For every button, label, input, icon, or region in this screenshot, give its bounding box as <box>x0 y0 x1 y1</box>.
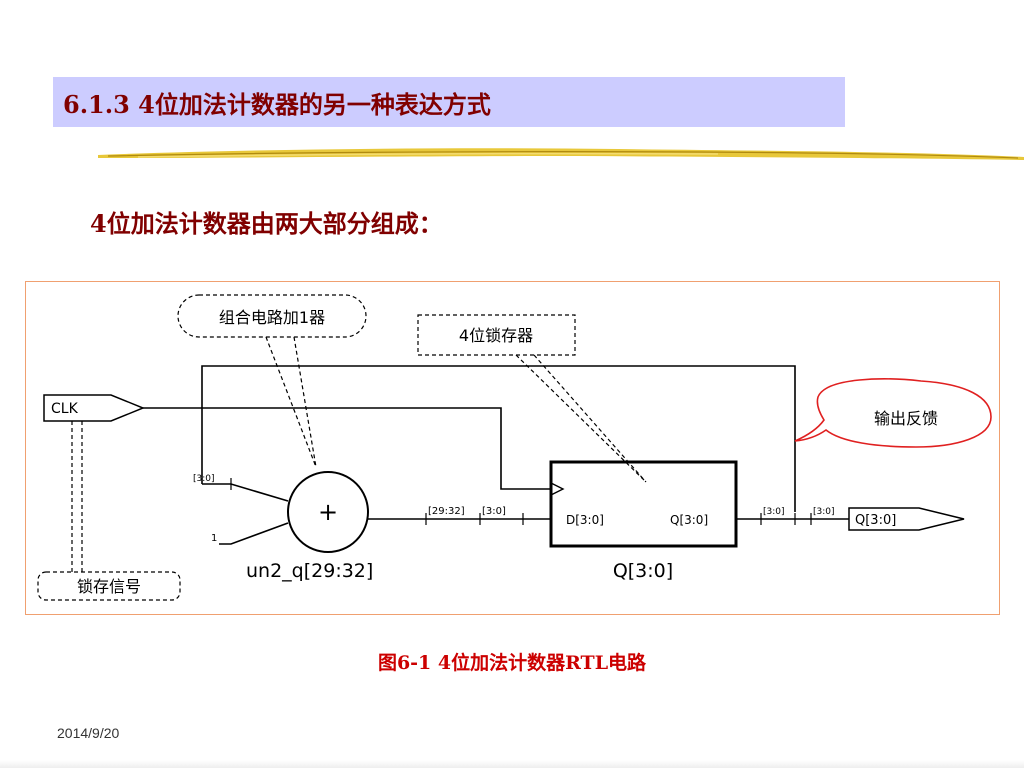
figure-caption: 图6-1 4位加法计数器RTL电路 <box>377 652 647 674</box>
title-bar: 6.1.3 4位加法计数器的另一种表达方式 <box>53 77 845 127</box>
clock-callout-bubble <box>37 571 181 601</box>
q-out-port <box>848 507 965 531</box>
slide-title: 6.1.3 4位加法计数器的另一种表达方式 <box>63 89 491 119</box>
register-out-bus2-label: [3:0] <box>813 507 835 517</box>
feedback-callout-bubble <box>794 378 992 448</box>
adder-symbol <box>287 471 369 553</box>
clk-port <box>43 394 145 422</box>
clk-port-label: CLK <box>51 401 79 417</box>
adder-out-bus2-label: [3:0] <box>482 506 506 517</box>
brush-stroke-divider <box>98 148 1024 160</box>
adder-instance-label: un2_q[29:32] <box>246 560 373 582</box>
latch-callout-bubble <box>417 314 576 356</box>
register-block <box>549 460 738 548</box>
adder-const-label: 1 <box>211 533 217 544</box>
feedback-wire <box>201 365 796 512</box>
latch-callout-text: 4位锁存器 <box>459 326 533 345</box>
adder-out-bus-label: [29:32] <box>428 506 465 517</box>
adder-in-bus-label: [3:0] <box>193 474 215 484</box>
register-q-pin: Q[3:0] <box>670 513 708 527</box>
q-out-port-label: Q[3:0] <box>855 513 896 528</box>
rtl-diagram: CLK Q[3:0] + un2_q[29:32] [3:0] 1 [29:32… <box>25 281 1000 615</box>
feedback-callout-text: 输出反馈 <box>874 409 938 428</box>
adder-in-wire <box>202 483 289 502</box>
rtl-circuit-svg: CLK Q[3:0] + un2_q[29:32] [3:0] 1 [29:32… <box>37 294 992 601</box>
register-clock-arrow <box>550 482 565 496</box>
register-instance-label: Q[3:0] <box>613 560 673 582</box>
clock-callout-text: 锁存信号 <box>77 577 141 596</box>
subtitle: 4位加法计数器由两大部分组成： <box>90 209 443 238</box>
clock-wire <box>143 407 551 490</box>
adder-callout-text: 组合电路加1器 <box>219 308 325 327</box>
const-in-wire <box>219 522 289 545</box>
register-d-pin: D[3:0] <box>566 513 604 527</box>
bottom-divider <box>0 760 1024 768</box>
slide-date: 2014/9/20 <box>57 725 120 741</box>
register-out-bus-label: [3:0] <box>763 507 785 517</box>
adder-callout-bubble <box>177 294 367 338</box>
adder-plus: + <box>318 498 338 526</box>
